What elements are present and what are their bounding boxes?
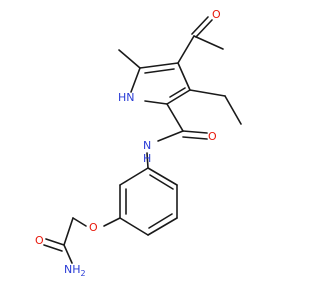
bond-c-o-2	[43, 244, 63, 252]
bond-carbonyl-n	[157, 130, 184, 142]
atom-o-amide: O	[208, 130, 217, 143]
bonds	[43, 16, 242, 264]
bond-ch2-c	[63, 217, 74, 246]
bond-benz-1-inner	[149, 174, 174, 190]
atom-labels: O HN N H O O O NH2	[35, 8, 221, 278]
atom-n-amide: N	[143, 139, 151, 152]
bond-ring-c5-n1	[130, 67, 141, 93]
bond-n-phenyl	[146, 152, 149, 169]
bond-benz-1	[147, 167, 178, 186]
bond-ring-c2-c3	[166, 89, 191, 105]
bond-acetyl-co-1	[195, 19, 213, 38]
bond-ring-oether	[103, 217, 121, 227]
nh2-subscript: 2	[81, 269, 86, 278]
atom-o-primary-amide: O	[35, 234, 44, 247]
bond-ethyl-2	[224, 95, 242, 125]
bond-ring-n1-c2	[144, 100, 168, 105]
bond-carbonyl-o-1	[182, 130, 208, 134]
bond-benz-3-inner	[148, 213, 173, 229]
atom-nh2: NH2	[64, 263, 86, 278]
bond-ring-c3-c4	[177, 62, 191, 91]
structure-diagram: O HN N H O O O NH2	[35, 8, 242, 278]
bond-ethyl-1	[189, 89, 226, 97]
bond-ring-c4-c5	[139, 62, 179, 69]
atom-nh-pyrrole: HN	[118, 91, 135, 104]
bond-benz-3	[147, 217, 178, 236]
bond-ring-c2-c3-inner	[169, 87, 186, 98]
bond-ring-c5-methyl	[118, 49, 141, 69]
bond-c-nh2	[63, 244, 73, 264]
bond-acetyl-methyl	[193, 35, 224, 50]
bond-benz-4	[119, 217, 149, 236]
atom-h-amide: H	[143, 152, 151, 165]
atom-o-ether: O	[89, 221, 98, 234]
bond-carbonyl-o-2	[182, 136, 208, 140]
bond-ring-c4-c5-inner	[144, 68, 175, 74]
bond-oether-ch2	[72, 217, 87, 227]
atom-o-acetyl: O	[212, 8, 221, 21]
bond-acetyl-co-2	[191, 16, 209, 35]
nh2-main: NH	[64, 263, 81, 276]
bond-acetyl-ring	[177, 35, 195, 64]
bond-c2-carbonyl	[166, 103, 184, 132]
bond-c-o-1	[45, 238, 65, 246]
bond-benz-6	[119, 167, 149, 186]
